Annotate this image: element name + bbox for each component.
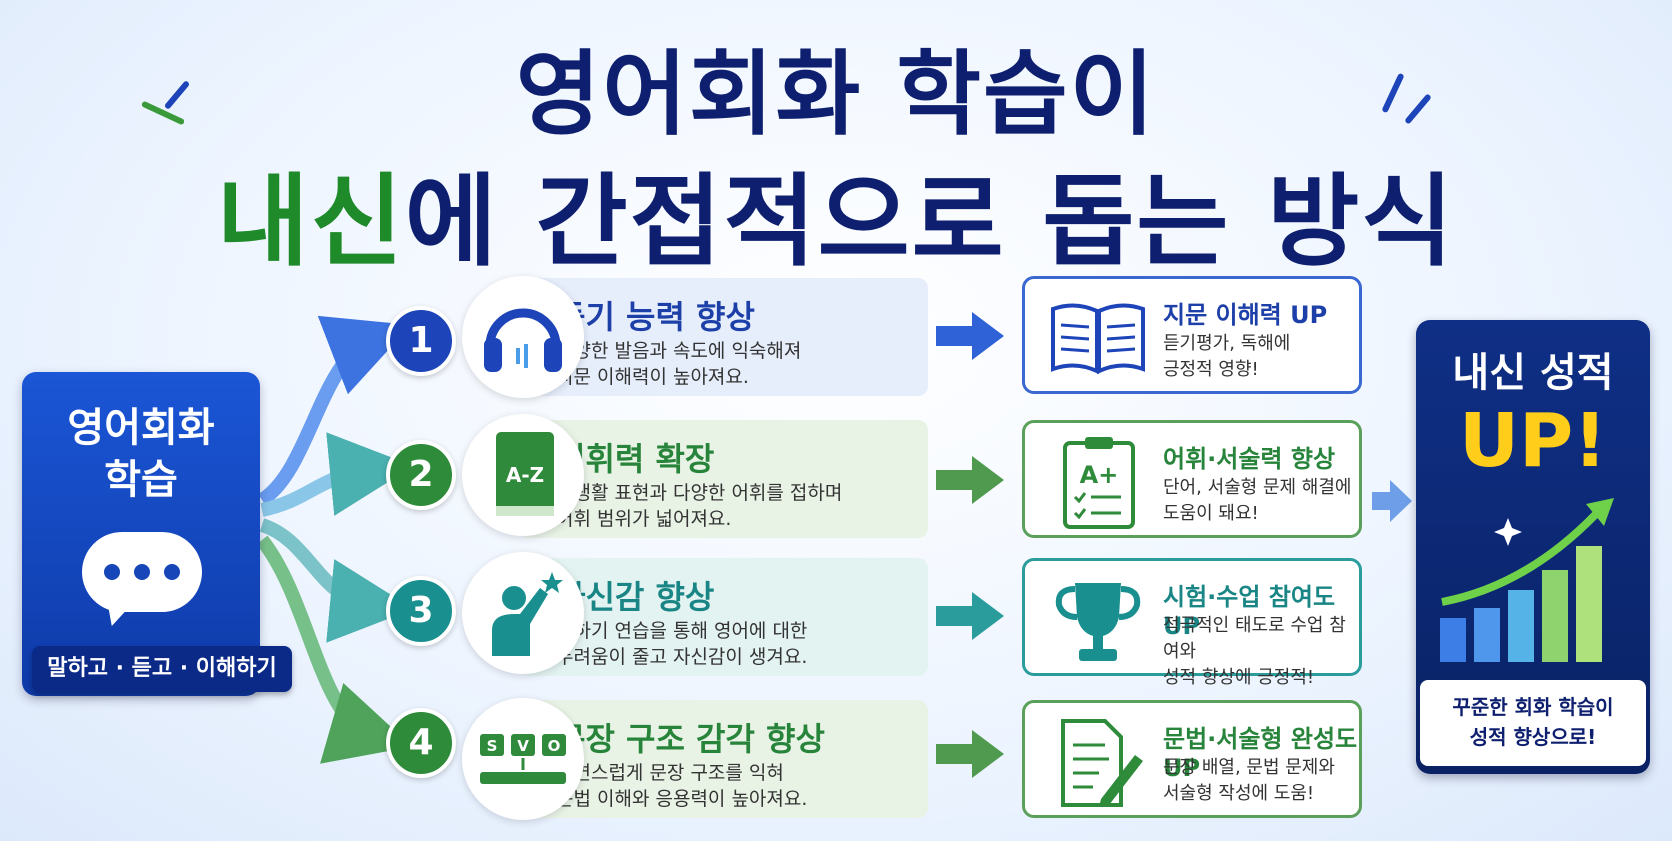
step-icon-circle-3 xyxy=(462,552,584,674)
row-arrow-4 xyxy=(936,730,1004,778)
final-arrow xyxy=(1372,480,1412,522)
source-box: 영어회화 학습 말하고 · 듣고 · 이해하기 xyxy=(22,372,292,696)
step-icon-circle-4: S V O xyxy=(462,698,584,820)
book-label: A-Z xyxy=(506,463,544,487)
result-title: 시험·수업 참여도 UP xyxy=(1163,583,1336,640)
row-arrow-1 xyxy=(936,312,1004,360)
source-title: 영어회화 학습 xyxy=(67,405,215,503)
branch-arrow-2 xyxy=(260,432,414,517)
result-box-1: 지문 이해력 UP 듣기평가, 독해에 긍정적 영향! xyxy=(1022,276,1362,394)
row-arrow-2 xyxy=(936,456,1004,504)
step-panel-4: 문장 구조 감각 향상 자연스럽게 문장 구조를 익혀 문법 이해와 응용력이 … xyxy=(520,700,928,818)
title-line-1: 영어회화 학습이 xyxy=(515,41,1157,148)
svo-blocks-icon: S V O xyxy=(480,734,566,784)
step-number-2: 2 xyxy=(386,440,456,510)
title-line-2: 내신에 간접적으로 돕는 방식 xyxy=(0,140,1672,285)
branch-arrow-3 xyxy=(259,518,414,643)
result-title: 지문 이해력 UP xyxy=(1163,301,1328,329)
step-desc: 실생활 표현과 다양한 어휘를 접하며 어휘 범위가 넓어져요. xyxy=(556,482,843,530)
step-number-1: 1 xyxy=(386,306,456,376)
branch-arrow-4 xyxy=(256,535,413,764)
source-caption: 말하고 · 듣고 · 이해하기 xyxy=(32,646,292,692)
result-desc: 적극적인 태도로 수업 참여와 성적 향상에 긍정적! xyxy=(1163,615,1346,688)
step-desc: 말하기 연습을 통해 영어에 대한 두려움이 줄고 자신감이 생겨요. xyxy=(556,620,808,668)
step-icon-circle-1 xyxy=(462,276,584,398)
step-desc: 자연스럽게 문장 구조를 익혀 문법 이해와 응용력이 높아져요. xyxy=(556,762,808,810)
step-number-4: 4 xyxy=(386,708,456,778)
result-box-3: 시험·수업 참여도 UP 적극적인 태도로 수업 참여와 성적 향상에 긍정적! xyxy=(1022,558,1362,688)
title-rest: 에 간접적으로 돕는 방식 xyxy=(404,163,1456,280)
result-desc: 단어, 서술형 문제 해결에 도움이 돼요! xyxy=(1163,477,1352,524)
svo-letter: O xyxy=(548,737,561,755)
clipboard-grade-icon: A+ xyxy=(1063,437,1135,529)
step-panel-3: 자신감 향상 말하기 연습을 통해 영어에 대한 두려움이 줄고 자신감이 생겨… xyxy=(520,558,928,676)
trophy-icon xyxy=(1055,583,1141,661)
final-ribbon: 꾸준한 회화 학습이 성적 향상으로! xyxy=(1420,680,1646,766)
grade-label: A+ xyxy=(1080,461,1119,489)
row-arrow-3 xyxy=(936,592,1004,640)
result-box-2: A+ 어휘·서술력 향상 단어, 서술형 문제 해결에 도움이 돼요! xyxy=(1022,420,1362,538)
headphones-icon xyxy=(484,308,562,372)
svo-letter: S xyxy=(487,737,498,755)
title-highlight: 내신 xyxy=(216,163,405,280)
growth-chart-icon xyxy=(1440,498,1614,662)
result-desc: 문장 배열, 문법 문제와 서술형 작성에 도움! xyxy=(1163,757,1335,804)
branch-arrow-1 xyxy=(257,315,412,506)
result-desc: 듣기평가, 독해에 긍정적 영향! xyxy=(1163,333,1291,380)
final-result-box: 내신 성적 UP! 꾸준한 회화 학습이 성적 향상으로! xyxy=(1416,320,1650,774)
svo-letter: V xyxy=(517,737,529,755)
document-pencil-icon xyxy=(1061,719,1143,807)
final-title: 내신 성적 xyxy=(1452,350,1614,396)
result-box-4: 문법·서술형 완성도 UP 문장 배열, 문법 문제와 서술형 작성에 도움! xyxy=(1022,700,1362,818)
step-number-3: 3 xyxy=(386,576,456,646)
open-book-icon xyxy=(1051,303,1145,375)
book-az-icon: A-Z xyxy=(496,432,554,516)
step-title: 문장 구조 감각 향상 xyxy=(556,720,825,758)
result-title: 어휘·서술력 향상 xyxy=(1163,445,1336,473)
step-title: 듣기 능력 향상 xyxy=(556,298,755,336)
step-desc: 다양한 발음과 속도에 익숙해져 지문 이해력이 높아져요. xyxy=(556,340,802,388)
step-panel-1: 듣기 능력 향상 다양한 발음과 속도에 익숙해져 지문 이해력이 높아져요. xyxy=(520,278,928,396)
speech-bubble-icon xyxy=(82,532,202,612)
result-title: 문법·서술형 완성도 UP xyxy=(1163,725,1358,782)
confident-person-icon xyxy=(492,572,563,656)
step-icon-circle-2: A-Z xyxy=(462,414,584,536)
final-up: UP! xyxy=(1458,398,1608,484)
